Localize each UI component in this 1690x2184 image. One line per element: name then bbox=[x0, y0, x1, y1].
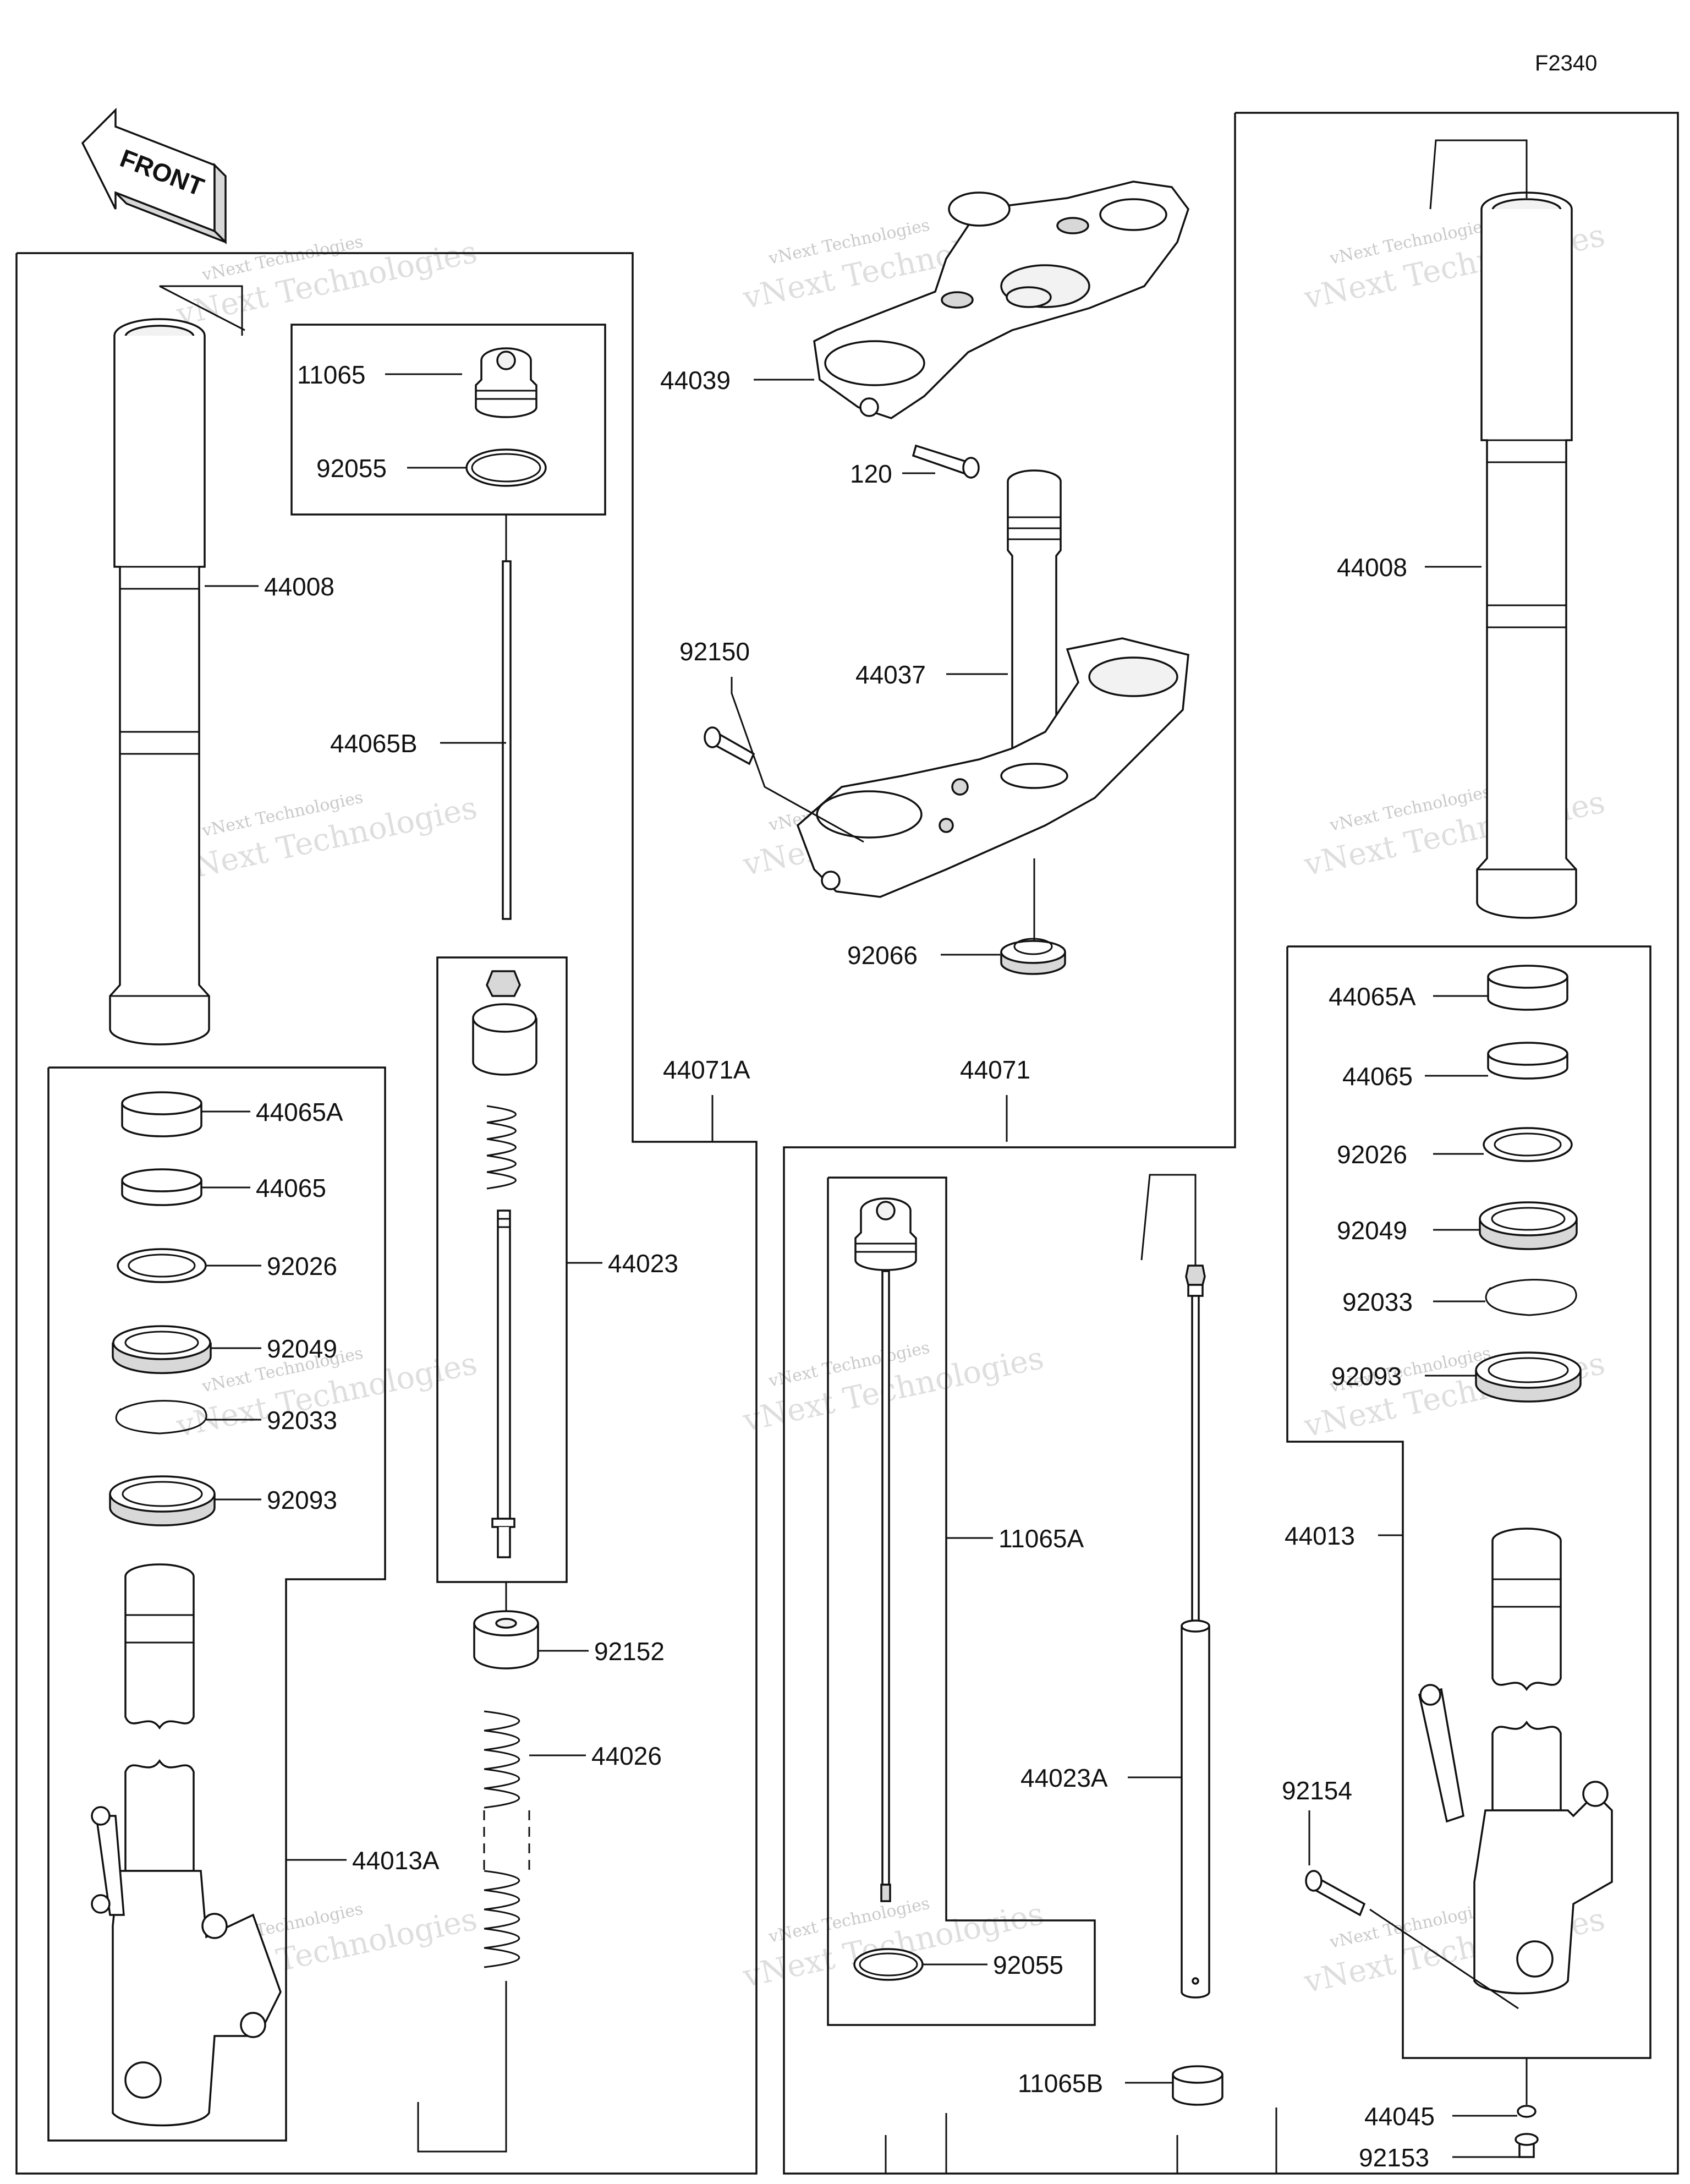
figure-code: F2340 bbox=[1535, 51, 1597, 75]
left-labels: 11065 92055 44008 44065B 44023 44065A 44… bbox=[256, 360, 750, 1875]
ring-stack-right bbox=[1475, 965, 1582, 1403]
part-label[interactable]: 44065 bbox=[1342, 1062, 1413, 1091]
center-leader-lines bbox=[731, 379, 1035, 956]
part-label[interactable]: 44045 bbox=[1364, 2102, 1435, 2131]
part-label[interactable]: 11065B bbox=[1018, 2069, 1103, 2098]
left-fork-assembly bbox=[91, 318, 547, 2153]
part-label[interactable]: 92026 bbox=[1337, 1140, 1407, 1169]
part-label[interactable]: 92150 bbox=[679, 637, 750, 666]
part-label[interactable]: 44013A bbox=[352, 1846, 440, 1875]
part-label[interactable]: 44037 bbox=[855, 660, 926, 689]
front-arrow-icon: FRONT bbox=[81, 107, 227, 245]
part-label[interactable]: 44065 bbox=[256, 1174, 326, 1202]
inner-tube-44013 bbox=[1418, 1528, 1613, 1995]
part-label[interactable]: 44039 bbox=[660, 366, 731, 395]
ring-stack-left bbox=[109, 1091, 216, 1526]
part-label[interactable]: 44023 bbox=[608, 1249, 678, 1278]
outer-tube-44008-right bbox=[1476, 191, 1577, 919]
right-fork-assembly bbox=[853, 191, 1613, 2158]
right-leader-lines bbox=[417, 139, 1528, 2175]
bolt-92150 bbox=[704, 726, 755, 765]
upper-clamp-44039 bbox=[813, 180, 1189, 419]
bolt-92153 bbox=[1515, 2133, 1539, 2158]
part-label[interactable]: 92049 bbox=[1337, 1216, 1407, 1245]
part-label[interactable]: 44065A bbox=[1329, 982, 1416, 1011]
part-label[interactable]: 11065 bbox=[297, 360, 366, 389]
part-label[interactable]: 44065A bbox=[256, 1098, 343, 1126]
part-label[interactable]: 92033 bbox=[267, 1406, 337, 1435]
bolt-92154 bbox=[1305, 1870, 1366, 1917]
part-label[interactable]: 44013 bbox=[1285, 1521, 1355, 1550]
fork-cap-11065a bbox=[854, 1197, 917, 1902]
group-label[interactable]: 44071 bbox=[960, 1055, 1030, 1084]
part-label[interactable]: 92154 bbox=[1282, 1776, 1352, 1805]
center-labels: 44039 120 92150 44037 92066 bbox=[660, 366, 926, 970]
part-label[interactable]: 44008 bbox=[1337, 553, 1407, 582]
group-label[interactable]: 44071A bbox=[663, 1055, 750, 1084]
nut-92152 bbox=[473, 1610, 539, 1670]
fork-cap-11065 bbox=[475, 347, 537, 418]
part-label[interactable]: 120 bbox=[850, 459, 892, 488]
part-label[interactable]: 92152 bbox=[594, 1637, 665, 1666]
part-label[interactable]: 92055 bbox=[993, 1951, 1063, 1979]
washer-44045 bbox=[1517, 2105, 1537, 2118]
bolt-120 bbox=[912, 444, 980, 479]
cartridge-44023a bbox=[1181, 1265, 1210, 1999]
part-label[interactable]: 44023A bbox=[1020, 1764, 1108, 1792]
seal-92066 bbox=[1000, 938, 1066, 975]
part-label[interactable]: 92033 bbox=[1342, 1288, 1413, 1316]
part-label[interactable]: 44026 bbox=[591, 1742, 662, 1770]
triple-clamp-assembly bbox=[704, 180, 1189, 975]
part-label[interactable]: 11065A bbox=[998, 1524, 1084, 1553]
o-ring-92055 bbox=[465, 448, 547, 487]
part-label[interactable]: 92066 bbox=[847, 941, 918, 970]
outer-tube-44008 bbox=[109, 318, 210, 1046]
part-label[interactable]: 92055 bbox=[316, 454, 387, 483]
part-label[interactable]: 92049 bbox=[267, 1334, 337, 1363]
right-labels: 44008 44065A 44065 92026 92049 92033 920… bbox=[960, 553, 1435, 2172]
cartridge-44023 bbox=[472, 970, 537, 1558]
part-label[interactable]: 44065B bbox=[330, 729, 418, 758]
bushing-11065b bbox=[1172, 2065, 1223, 2106]
steering-stem-44037 bbox=[796, 469, 1189, 898]
inner-tube-44013a bbox=[91, 1563, 282, 2127]
part-label[interactable]: 92153 bbox=[1359, 2143, 1429, 2172]
spring-44026 bbox=[483, 1710, 530, 1968]
left-leader-lines bbox=[159, 285, 714, 1861]
part-label[interactable]: 92093 bbox=[1331, 1362, 1402, 1391]
assembly-outlines bbox=[15, 112, 1679, 2175]
part-label[interactable]: 92026 bbox=[267, 1252, 337, 1280]
part-label[interactable]: 44008 bbox=[264, 572, 334, 601]
rod-44065b bbox=[502, 560, 512, 920]
part-label[interactable]: 92093 bbox=[267, 1486, 337, 1514]
